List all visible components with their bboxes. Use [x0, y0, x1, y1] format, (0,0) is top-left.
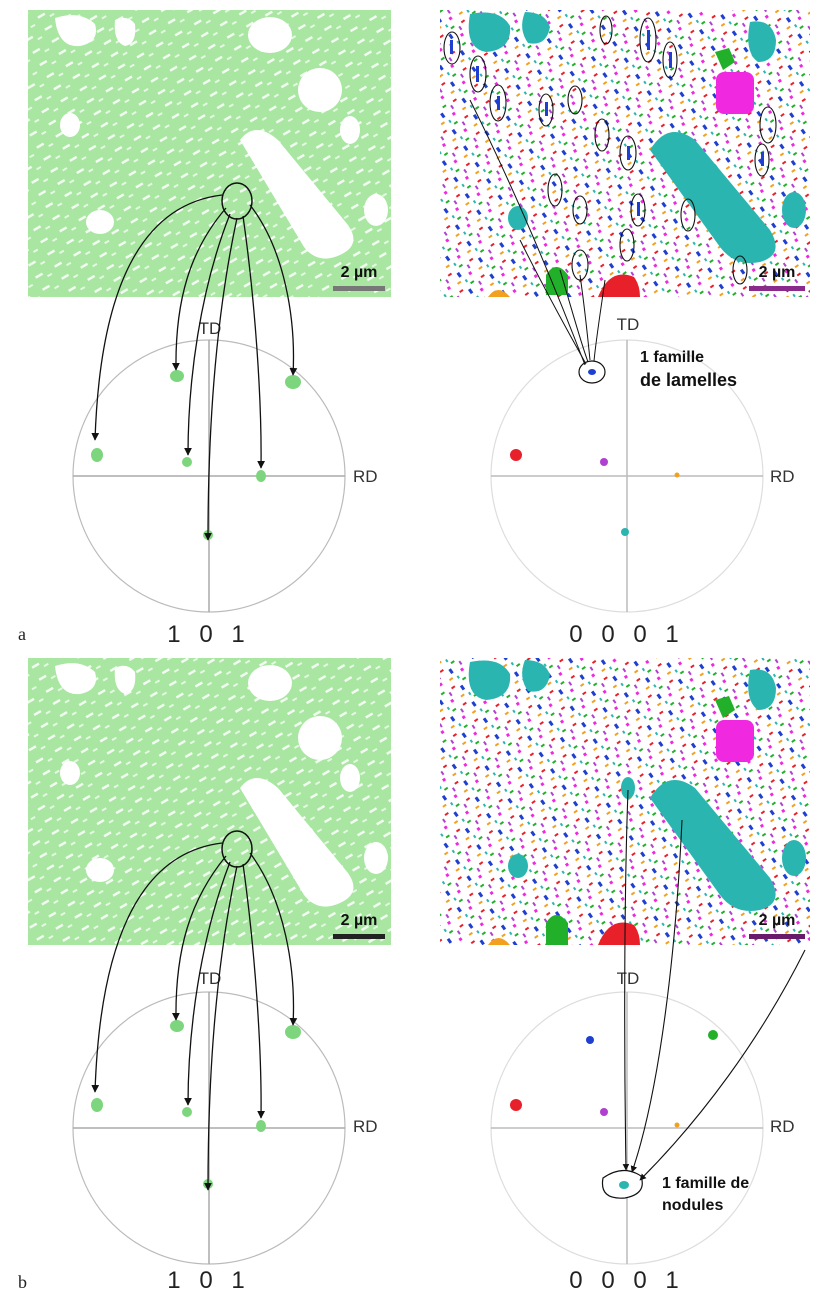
- rd-label: RD: [353, 467, 378, 486]
- rd-label: RD: [353, 1117, 378, 1136]
- micrograph-a-right: 2 µm: [440, 10, 810, 297]
- panel-a: 2 µm TD RD 1 0 1 a: [18, 10, 810, 648]
- rd-label: RD: [770, 467, 795, 486]
- micrograph-b-left: 2 µm: [28, 658, 391, 945]
- rd-label: RD: [770, 1117, 795, 1136]
- pole-figure-b-left: TD RD 1 0 1: [72, 842, 378, 1294]
- scale-label-a-right: 2 µm: [759, 264, 796, 281]
- panel-letter-a: a: [18, 624, 26, 644]
- pole-figure-a-right: TD RD 1 famille de lamelles 0 0 0 1: [469, 99, 795, 648]
- pole-figure-a-left: TD RD 1 0 1: [72, 194, 378, 648]
- annotation-nodules-line2: nodules: [662, 1197, 723, 1214]
- pole-index-a-right: 0 0 0 1: [569, 621, 684, 648]
- annotation-lamelles-line2: de lamelles: [640, 370, 737, 390]
- panel-b: 2 µm TD RD 1 0 1 b: [18, 658, 810, 1294]
- panel-letter-b: b: [18, 1272, 27, 1292]
- td-label: TD: [199, 319, 222, 338]
- td-label: TD: [617, 315, 640, 334]
- pole-index-a-left: 1 0 1: [167, 621, 250, 648]
- scale-label-b-right: 2 µm: [759, 912, 796, 929]
- scale-label-b-left: 2 µm: [341, 912, 378, 929]
- scale-label-a-left: 2 µm: [341, 264, 378, 281]
- annotation-nodules-line1: 1 famille de: [662, 1175, 749, 1192]
- td-label: TD: [199, 969, 222, 988]
- pole-index-b-right: 0 0 0 1: [569, 1267, 684, 1294]
- micrograph-a-left: 2 µm: [28, 10, 391, 297]
- td-label: TD: [617, 969, 640, 988]
- lamella-selection-ellipses: [443, 15, 777, 285]
- annotation-lamelles-line1: 1 famille: [640, 349, 704, 366]
- pole-index-b-left: 1 0 1: [167, 1267, 250, 1294]
- pole-figure-b-right: TD RD 1 famille de nodules 0 0 0 1: [490, 789, 806, 1294]
